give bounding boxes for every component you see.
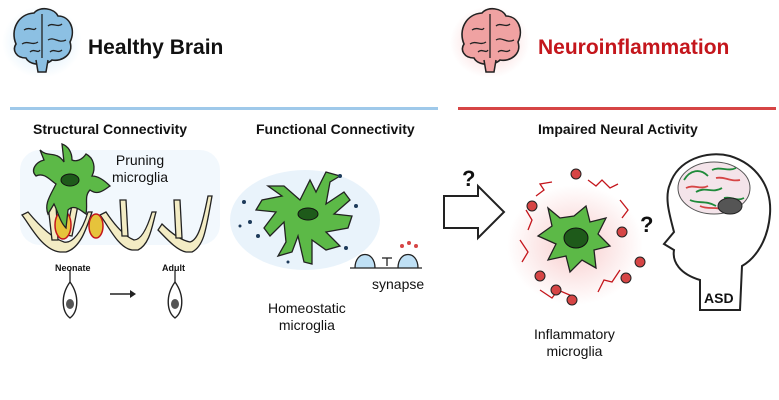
functional-connectivity-heading: Functional Connectivity [256,121,415,137]
pruning-label-line1: Pruning [115,152,165,168]
asd-head-silhouette [662,153,772,311]
homeostatic-microglia-illustration [230,170,422,270]
pruning-label: Pruning microglia [112,152,168,186]
question-mark-arrow: ? [462,166,476,191]
homeostatic-label: Homeostatic microglia [268,300,346,334]
homeostatic-label-line1: Homeostatic [268,300,346,316]
impaired-neural-activity-heading: Impaired Neural Activity [538,121,698,137]
neonate-label: Neonate [55,263,91,273]
adult-label: Adult [162,263,185,273]
pruning-microglia-illustration [20,143,220,319]
inflamed-brain-icon [450,6,530,78]
inflamed-divider [458,107,776,110]
neuroinflammation-title: Neuroinflammation [538,36,730,59]
inflammatory-label: Inflammatory microglia [534,326,615,360]
synapse-label: synapse [372,276,425,292]
healthy-divider [10,107,438,110]
healthy-brain-icon [2,6,82,78]
asd-label: ASD [704,290,734,306]
transition-arrow [443,183,506,241]
question-mark-asd: ? [640,212,654,237]
inflammatory-label-line1: Inflammatory [534,326,615,342]
pruning-label-line2: microglia [112,169,169,185]
inflammatory-label-line2: microglia [546,343,603,359]
inflammatory-microglia-illustration [507,168,646,306]
healthy-brain-title: Healthy Brain [88,36,224,59]
homeostatic-label-line2: microglia [278,317,335,333]
structural-connectivity-heading: Structural Connectivity [33,121,188,137]
